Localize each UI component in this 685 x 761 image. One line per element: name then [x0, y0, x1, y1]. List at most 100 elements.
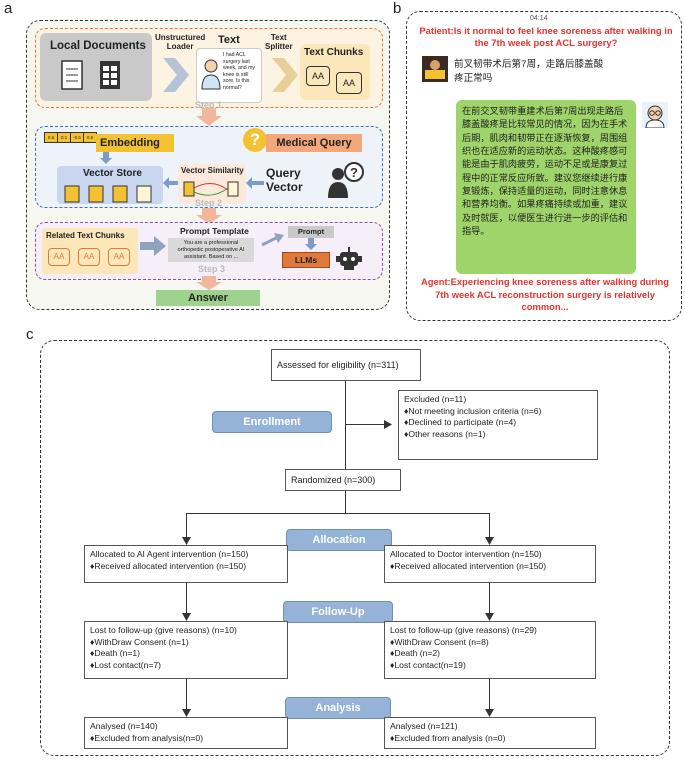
arrow-head-icon	[182, 537, 191, 545]
followup-ai-item: Death (n=1)	[90, 648, 282, 660]
medical-query-label: Medical Query	[266, 134, 362, 152]
alloc-ai-title: Allocated to AI Agent intervention (n=15…	[90, 549, 249, 559]
chevron-right-icon	[163, 58, 189, 92]
text-chunk-icon: AA	[336, 72, 362, 94]
vector-cell: 0.6	[83, 132, 97, 143]
excluded-item: Not meeting inclusion criteria (n=6)	[404, 406, 592, 418]
analysis-doctor-item: Excluded from analysis (n=0)	[390, 733, 590, 745]
flow-line	[489, 583, 490, 619]
prompt-template-label: Prompt Template	[180, 226, 249, 236]
arrow-head-icon	[384, 420, 392, 429]
text-splitter-label: Text Splitter	[265, 33, 293, 51]
question-icon: ?	[243, 128, 267, 152]
llms-label: LLMs	[282, 252, 330, 268]
excluded-box: Excluded (n=11) Not meeting inclusion cr…	[398, 390, 598, 460]
agent-answer-en: Agent:Experiencing knee soreness after w…	[421, 276, 669, 313]
spreadsheet-icon	[100, 61, 120, 89]
flow-line	[186, 513, 490, 514]
followup-doctor-box: Lost to follow-up (give reasons) (n=29) …	[384, 621, 596, 679]
flow-line	[186, 679, 187, 715]
text-chunk-icon: AA	[108, 248, 130, 266]
vector-cell: 0.1	[57, 132, 71, 143]
text-chunks-card: Text Chunks AA AA	[300, 44, 370, 100]
local-documents-label: Local Documents	[50, 40, 146, 52]
prompt-text-box: You are a professional orthopedic postop…	[168, 238, 254, 262]
followup-doctor-title: Lost to follow-up (give reasons) (n=29)	[390, 625, 537, 635]
flow-line	[345, 381, 346, 469]
answer-label: Answer	[156, 290, 260, 306]
down-arrow-icon	[196, 276, 222, 290]
agent-answer-zh: 在前交叉韧带重建术后第7周出现走路后膝盖酸疼是比较常见的情况，因为在手术后期，肌…	[462, 106, 628, 237]
robot-icon	[336, 247, 362, 270]
patient-question-en: Patient:Is it normal to feel knee sorene…	[419, 25, 673, 49]
chevron-right-icon	[272, 58, 298, 92]
arrow-left-icon	[246, 177, 264, 189]
arrow-left-icon	[163, 177, 179, 189]
analysis-ai-item: Excluded from analysis(n=0)	[90, 733, 282, 745]
flow-line	[489, 679, 490, 715]
text-chunk-icon: AA	[306, 66, 330, 86]
agent-avatar	[642, 102, 668, 128]
arrow-up-right-icon	[261, 233, 284, 247]
svg-text:?: ?	[350, 165, 358, 180]
text-chunk-icon: AA	[48, 248, 70, 266]
stage-enrollment: Enrollment	[212, 411, 332, 433]
stage-allocation: Allocation	[286, 529, 392, 551]
down-arrow-icon	[100, 152, 112, 164]
analysis-ai-box: Analysed (n=140) Excluded from analysis(…	[84, 717, 288, 749]
vector-similarity-card: Vector Similarity	[178, 164, 246, 204]
patient-note-card: I had ACL surgery last week, and my knee…	[196, 48, 262, 103]
text-chunks-label: Text Chunks	[304, 47, 364, 58]
chat-time: 04:14	[530, 15, 548, 22]
arrow-head-icon	[485, 613, 494, 621]
down-arrow-icon	[196, 208, 222, 224]
patient-question-zh: 前叉韧带术后第7周，走路后膝盖酸疼正常吗	[454, 59, 604, 84]
followup-ai-item: Lost contact(n=7)	[90, 660, 282, 672]
prompt-label: Prompt	[288, 226, 334, 238]
similarity-icon	[183, 181, 239, 197]
followup-doctor-item: WithDraw Consent (n=8)	[390, 637, 590, 649]
panel-c-frame	[40, 340, 670, 756]
step1-label: Step 1	[195, 100, 223, 110]
panel-label-a: a	[4, 0, 13, 17]
flow-line	[345, 491, 346, 513]
user-question-icon: ?	[328, 162, 364, 198]
arrow-head-icon	[485, 537, 494, 545]
analysis-doctor-box: Analysed (n=121) Excluded from analysis …	[384, 717, 596, 749]
query-vector-label: Query Vector	[266, 166, 303, 195]
agent-answer-bubble: 在前交叉韧带重建术后第7周出现走路后膝盖酸疼是比较常见的情况，因为在手术后期，肌…	[456, 100, 636, 274]
local-documents-card: Local Documents	[40, 33, 152, 101]
excluded-item: Declined to participate (n=4)	[404, 417, 592, 429]
flow-line	[186, 583, 187, 619]
panel-label-b: b	[393, 0, 402, 17]
alloc-doctor-item: Received allocated intervention (n=150)	[390, 561, 590, 573]
step2-label: Step 2	[195, 198, 223, 208]
excluded-title: Excluded (n=11)	[404, 394, 467, 404]
related-chunks-label: Related Text Chunks	[46, 231, 125, 240]
arrow-right-icon	[140, 236, 166, 256]
alloc-ai-item: Received allocated intervention (n=150)	[90, 561, 282, 573]
down-arrow-icon	[305, 238, 317, 250]
flow-line	[186, 513, 187, 543]
panel-b-frame	[406, 11, 682, 321]
patient-avatar	[422, 56, 448, 82]
analysis-doctor-title: Analysed (n=121)	[390, 721, 458, 731]
panel-label-c: c	[26, 326, 34, 343]
excluded-item: Other reasons (n=1)	[404, 429, 592, 441]
unstructured-loader-label: Unstructured Loader	[155, 33, 206, 51]
vector-store-card: Vector Store	[57, 166, 163, 204]
alloc-ai-box: Allocated to AI Agent intervention (n=15…	[84, 545, 288, 583]
alloc-doctor-box: Allocated to Doctor intervention (n=150)…	[384, 545, 596, 583]
vector-similarity-label: Vector Similarity	[181, 166, 244, 175]
text-label: Text	[218, 34, 240, 46]
followup-doctor-item: Death (n=2)	[390, 648, 590, 660]
arrow-head-icon	[485, 709, 494, 717]
doctor-icon	[201, 59, 221, 90]
related-chunks-card: Related Text Chunks AA AA AA	[42, 228, 138, 274]
flow-line	[345, 424, 389, 425]
vector-store-label: Vector Store	[83, 168, 142, 179]
assessed-box: Assessed for eligibility (n=311)	[271, 349, 421, 381]
flow-line	[489, 513, 490, 543]
step3-label: Step 3	[198, 264, 226, 274]
followup-ai-title: Lost to follow-up (give reasons) (n=10)	[90, 625, 237, 635]
